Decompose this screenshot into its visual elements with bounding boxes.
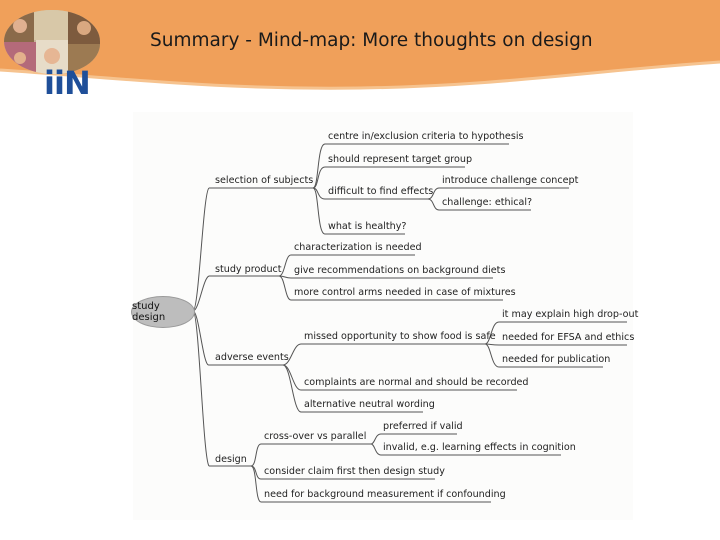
node-characterization: characterization is needed bbox=[294, 242, 422, 253]
mind-map: study design selection of subjects centr… bbox=[131, 112, 638, 520]
node-inclusion-criteria: centre in/exclusion criteria to hypothes… bbox=[328, 131, 524, 142]
slide-header: iiN Summary - Mind-map: More thoughts on… bbox=[0, 0, 720, 102]
node-control-arms: more control arms needed in case of mixt… bbox=[294, 287, 516, 298]
node-cross-over-vs-parallel: cross-over vs parallel bbox=[264, 431, 367, 442]
node-difficult-to-find-effects: difficult to find effects bbox=[328, 186, 434, 197]
node-invalid-learning-effects: invalid, e.g. learning effects in cognit… bbox=[383, 442, 576, 453]
page-title: Summary - Mind-map: More thoughts on des… bbox=[150, 30, 593, 51]
node-challenge-ethical: challenge: ethical? bbox=[442, 197, 533, 208]
node-preferred-if-valid: preferred if valid bbox=[383, 421, 463, 432]
branch-study-product: study product bbox=[215, 264, 282, 275]
node-high-drop-out: it may explain high drop-out bbox=[502, 309, 639, 320]
branch-selection-of-subjects: selection of subjects bbox=[215, 175, 314, 186]
node-efsa-ethics: needed for EFSA and ethics bbox=[502, 332, 635, 343]
node-what-is-healthy: what is healthy? bbox=[328, 221, 407, 232]
node-target-group: should represent target group bbox=[328, 154, 473, 165]
node-challenge-concept: introduce challenge concept bbox=[442, 175, 579, 186]
header-banner bbox=[0, 0, 720, 90]
branch-adverse-events: adverse events bbox=[215, 352, 289, 363]
logo-text: iiN bbox=[44, 64, 91, 102]
mind-map-connectors bbox=[192, 143, 627, 503]
logo-photo bbox=[4, 10, 100, 74]
node-background-measurement: need for background measurement if confo… bbox=[264, 489, 506, 500]
branch-design: design bbox=[215, 454, 247, 465]
node-complaints-normal: complaints are normal and should be reco… bbox=[304, 377, 529, 388]
node-neutral-wording: alternative neutral wording bbox=[304, 399, 435, 410]
node-publication: needed for publication bbox=[502, 354, 611, 365]
node-background-diets: give recommendations on background diets bbox=[294, 265, 506, 276]
node-consider-claim: consider claim first then design study bbox=[264, 466, 445, 477]
root-node: study design bbox=[131, 296, 195, 328]
node-missed-opportunity: missed opportunity to show food is safe bbox=[304, 331, 496, 342]
